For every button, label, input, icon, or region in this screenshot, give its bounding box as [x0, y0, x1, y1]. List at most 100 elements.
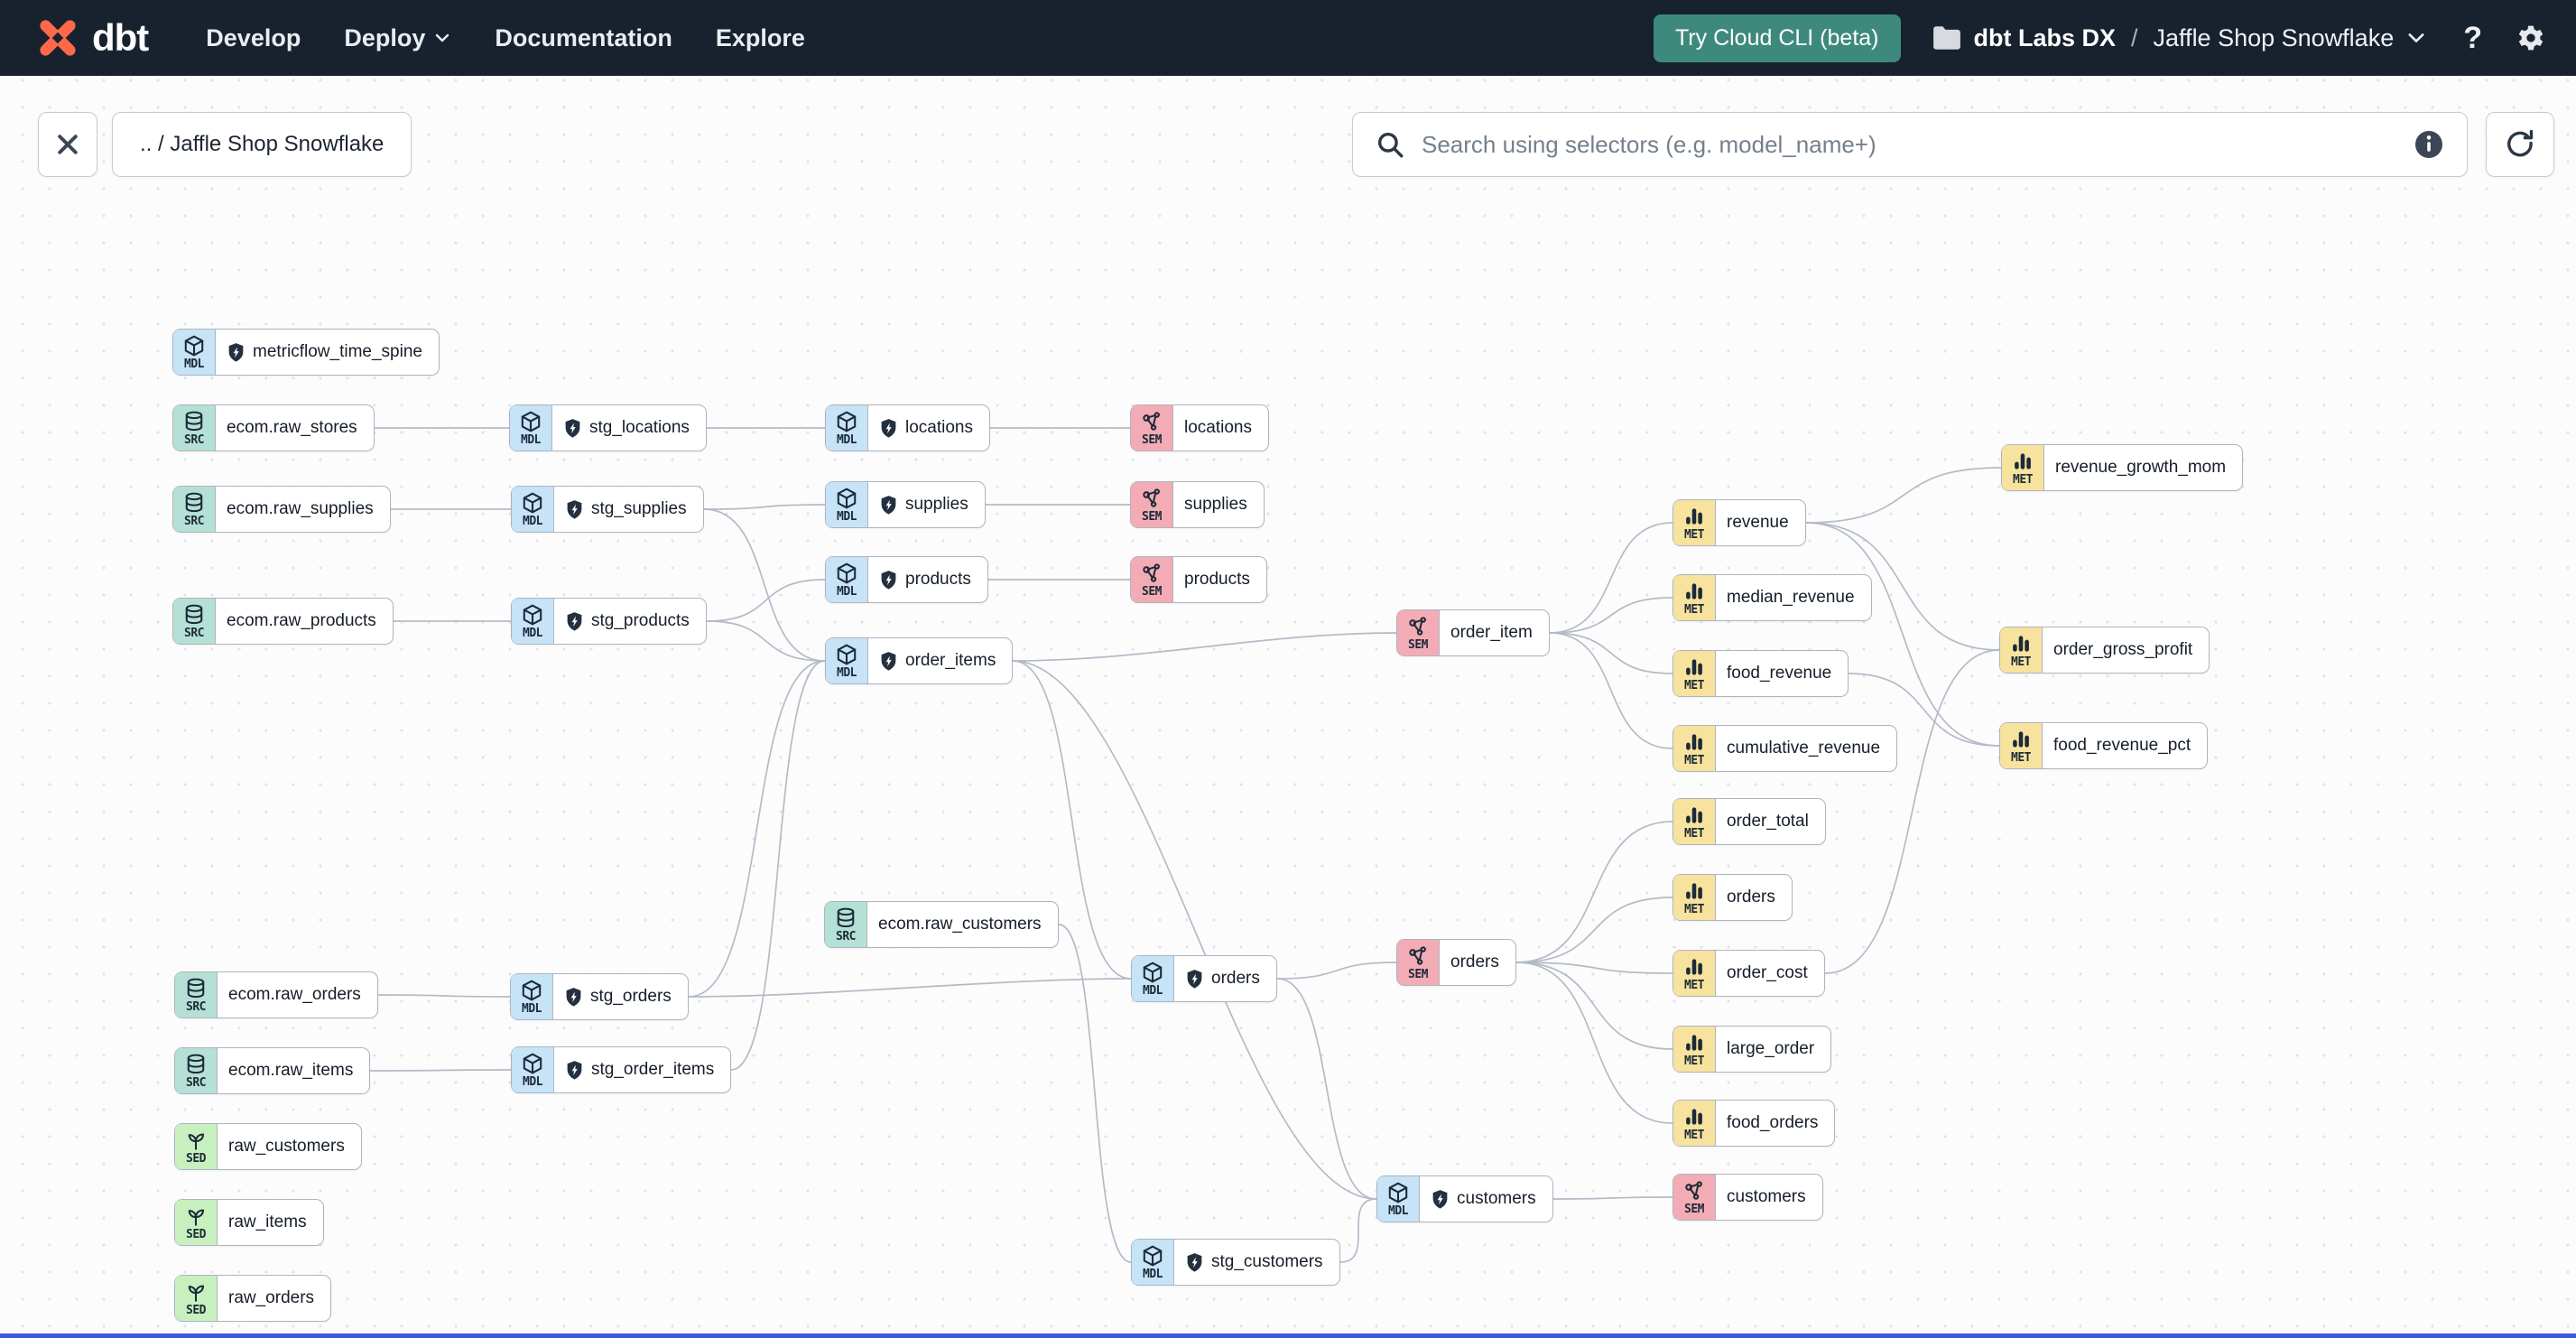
menu-item-deploy[interactable]: Deploy — [344, 24, 451, 52]
dbt-logo-icon — [32, 13, 83, 63]
node-type-label: MDL — [523, 515, 542, 528]
shield-bolt-icon — [563, 418, 582, 439]
metric-icon — [1682, 1105, 1706, 1129]
gear-icon[interactable] — [2513, 20, 2549, 56]
info-icon[interactable] — [2413, 128, 2445, 161]
node-label: order_total — [1727, 812, 1809, 831]
met-badge: MET — [1673, 651, 1716, 696]
node-type-label: MDL — [184, 358, 204, 371]
metric-icon — [1682, 580, 1706, 603]
src-badge: SRC — [825, 902, 867, 947]
node-label: orders — [1174, 956, 1276, 1001]
node-type-label: MDL — [522, 1002, 542, 1016]
refresh-lineage-button[interactable] — [2486, 112, 2554, 177]
semantic-model-icon — [1140, 487, 1163, 510]
help-icon[interactable]: ? — [2463, 20, 2482, 55]
node-type-label: SRC — [186, 1000, 206, 1014]
mdl-badge: MDL — [512, 599, 554, 644]
node-stg_supplies[interactable]: MDL stg_supplies — [511, 486, 704, 533]
node-label: stg_products — [554, 599, 706, 644]
shield-bolt-icon — [879, 651, 898, 672]
node-type-label: MET — [1684, 528, 1704, 542]
selector-search[interactable] — [1352, 112, 2468, 177]
menu-item-explore[interactable]: Explore — [715, 23, 805, 51]
menu-item-documentation[interactable]: Documentation — [495, 23, 672, 51]
node-label: locations — [868, 405, 989, 451]
model-icon — [521, 1052, 544, 1075]
node-label: ecom.raw_supplies — [227, 499, 374, 518]
node-type-label: SEM — [1142, 433, 1162, 447]
search-input[interactable] — [1420, 129, 2398, 160]
shield-bolt-icon — [1185, 969, 1204, 990]
mdl-badge: MDL — [512, 1047, 554, 1092]
model-icon — [835, 643, 858, 666]
menu-item-develop[interactable]: Develop — [206, 23, 301, 51]
sed-badge: SED — [175, 1276, 218, 1321]
node-label: stg_supplies — [554, 487, 703, 532]
source-icon — [184, 1053, 208, 1076]
project-breadcrumb[interactable]: dbt Labs DX / Jaffle Shop Snowflake — [1932, 24, 2428, 52]
node-stg_locations[interactable]: MDL stg_locations — [509, 404, 707, 451]
lineage-breadcrumb[interactable]: .. / Jaffle Shop Snowflake — [112, 112, 412, 177]
node-sed_raw_items[interactable]: SED raw_items — [174, 1199, 324, 1246]
node-type-label: MDL — [521, 433, 541, 447]
node-type-label: SEM — [1142, 585, 1162, 599]
close-lineage-button[interactable] — [38, 112, 97, 177]
met-badge: MET — [1673, 575, 1716, 620]
met-badge: MET — [2000, 627, 2043, 673]
node-label: stg_order_items — [554, 1047, 730, 1092]
node-type-label: MET — [1684, 1129, 1704, 1142]
dbt-logo[interactable]: dbt — [32, 13, 149, 63]
node-label: ecom.raw_items — [228, 1061, 354, 1080]
try-cloud-cli-button[interactable]: Try Cloud CLI (beta) — [1653, 14, 1901, 62]
node-type-label: MDL — [1143, 1268, 1163, 1281]
node-label: stg_locations — [552, 405, 706, 451]
node-label: raw_items — [228, 1213, 307, 1231]
node-type-label: MET — [2011, 751, 2031, 765]
semantic-model-icon — [1406, 944, 1430, 968]
mdl-badge: MDL — [511, 974, 553, 1019]
node-type-label: SED — [186, 1228, 206, 1241]
metric-icon — [1682, 955, 1706, 979]
sed-badge: SED — [175, 1124, 218, 1169]
mdl-badge: MDL — [173, 330, 216, 375]
